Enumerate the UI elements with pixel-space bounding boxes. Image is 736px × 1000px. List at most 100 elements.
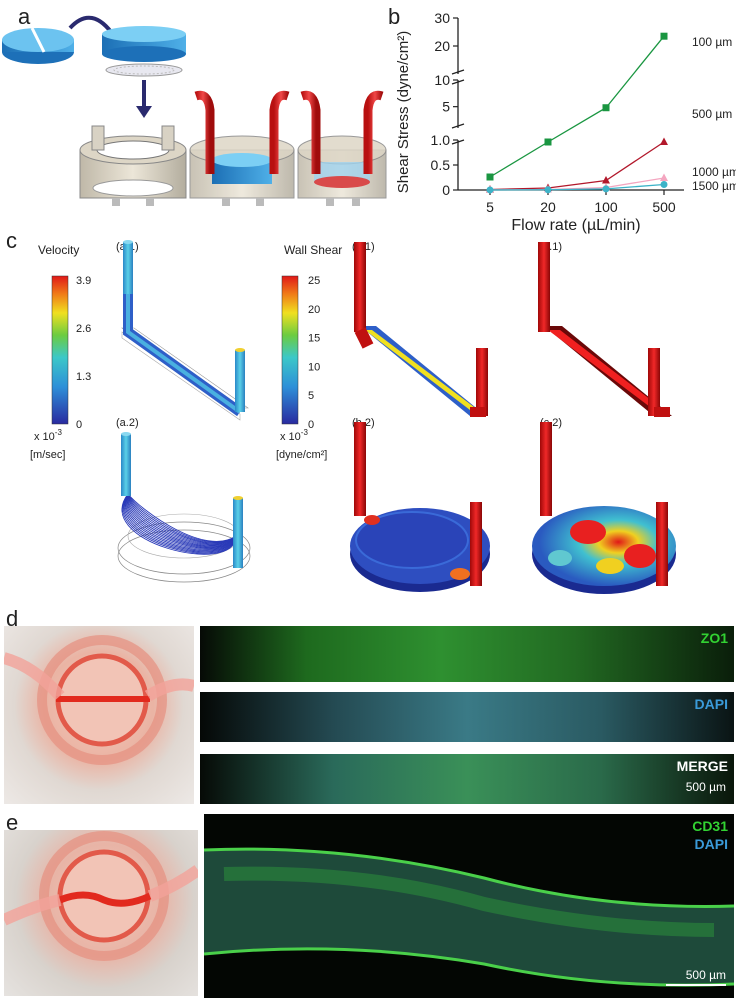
streamline [124, 493, 237, 552]
y-tick-label: 5 [442, 99, 450, 115]
streamline [127, 493, 237, 542]
holder-cells-icon [297, 90, 387, 206]
shear-tick: 25 [308, 275, 320, 287]
scale-bar-e [666, 984, 726, 986]
merge-micrograph: MERGE 500 µm [200, 754, 734, 804]
sim-b1-channel [354, 242, 488, 417]
zo1-micrograph: ZO1 [200, 626, 734, 682]
insert-disk-icon [102, 26, 186, 77]
axis-break-mark [451, 139, 465, 145]
cd31-label: CD31 [692, 818, 728, 834]
axis-break-mark [451, 69, 465, 75]
shear-scale: x 10-3 [280, 428, 308, 443]
shear-title: Wall Shear [284, 243, 342, 257]
data-point [660, 32, 668, 40]
down-arrow-icon [136, 106, 152, 118]
zo1-label: ZO1 [700, 630, 728, 646]
data-point [602, 176, 610, 184]
x-tick-label: 100 [594, 199, 618, 215]
holder-empty-icon [79, 125, 187, 206]
device-photo-d [4, 626, 194, 804]
axis-break-mark [451, 123, 465, 129]
dapi-micrograph-d: DAPI [200, 692, 734, 742]
data-point [602, 104, 610, 112]
y-tick-label: 0 [442, 182, 450, 198]
panel-a-schematic [2, 15, 387, 206]
y-tick-label: 30 [434, 10, 450, 26]
x-tick-label: 20 [540, 199, 556, 215]
shear-colorbar [281, 275, 299, 425]
panel-c-simulations: Velocity 3.92.61.30 x 10-3 [m/sec] Wall … [30, 240, 676, 594]
velocity-tick: 1.3 [76, 371, 91, 383]
data-point [660, 137, 668, 145]
velocity-colorbar [51, 275, 69, 425]
sim-c2-disk [532, 422, 676, 594]
streamline [124, 493, 237, 551]
data-point [660, 181, 668, 188]
y-tick-label: 1.0 [431, 132, 451, 148]
x-tick-label: 5 [486, 199, 494, 215]
streamline [127, 493, 237, 548]
y-tick-label: 10 [434, 72, 450, 88]
velocity-scale: x 10-3 [34, 428, 62, 443]
panel-e-letter: e [6, 810, 19, 835]
split-disk-icon [2, 27, 74, 64]
streamline [122, 493, 237, 554]
shear-stress-chart: 0 0.5 1.0 5 10 20 30 5 20 100 500 100 µm 500 µm 1000… [395, 10, 736, 234]
series-label: 1500 µm [692, 179, 736, 193]
sim-a1-channel [121, 240, 249, 421]
scale-label-d: 500 µm [685, 780, 726, 794]
data-point [486, 186, 494, 194]
streamline [125, 493, 237, 549]
series-line [489, 183, 665, 191]
series-line [489, 141, 665, 191]
shear-tick: 5 [308, 390, 314, 402]
streamline [121, 493, 237, 555]
velocity-tick: 0 [76, 419, 82, 431]
series-label: 1000 µm [692, 165, 736, 179]
y-tick-label: 20 [434, 38, 450, 54]
shear-tick: 20 [308, 304, 320, 316]
holder-insert-icon [189, 90, 295, 206]
data-point [602, 185, 610, 193]
device-photo-e [4, 830, 198, 996]
streamline [127, 493, 237, 545]
sim-a2-streamlines [117, 432, 251, 583]
x-tick-label: 500 [652, 199, 676, 215]
series-label: 100 µm [692, 35, 732, 49]
chart-y-label: Shear Stress (dyne/cm²) [395, 31, 412, 194]
cd31-micrograph: CD31 DAPI 500 µm [204, 814, 734, 998]
chart-x-label: Flow rate (µL/min) [511, 217, 640, 234]
velocity-tick: 3.9 [76, 275, 91, 287]
streamline [127, 493, 237, 544]
streamline [123, 493, 237, 553]
series-line [489, 35, 665, 178]
series-label: 500 µm [692, 107, 732, 121]
streamline [127, 493, 237, 543]
shear-tick: 10 [308, 361, 320, 373]
data-point [660, 173, 668, 181]
y-tick-label: 0.5 [431, 157, 451, 173]
streamline [127, 493, 237, 547]
data-point [486, 173, 494, 181]
label-a2: (a.2) [116, 417, 139, 429]
velocity-tick: 2.6 [76, 323, 91, 335]
sim-b2-disk [350, 422, 490, 592]
streamline [127, 493, 237, 546]
panel-b-letter: b [388, 4, 401, 29]
streamline [127, 493, 237, 544]
merge-label: MERGE [676, 758, 728, 774]
velocity-unit: [m/sec] [30, 449, 65, 461]
data-point [544, 186, 552, 194]
dapi-label-d: DAPI [694, 696, 728, 712]
dapi-label-e: DAPI [694, 836, 728, 852]
shear-tick: 0 [308, 419, 314, 431]
shear-unit: [dyne/cm²] [276, 449, 327, 461]
streamline [125, 493, 237, 550]
axis-break-mark [451, 79, 465, 85]
shear-tick: 15 [308, 333, 320, 345]
data-point [544, 138, 552, 146]
panel-a-letter: a [18, 4, 31, 29]
panel-d-letter: d [6, 606, 19, 631]
scale-label-e: 500 µm [685, 968, 726, 982]
